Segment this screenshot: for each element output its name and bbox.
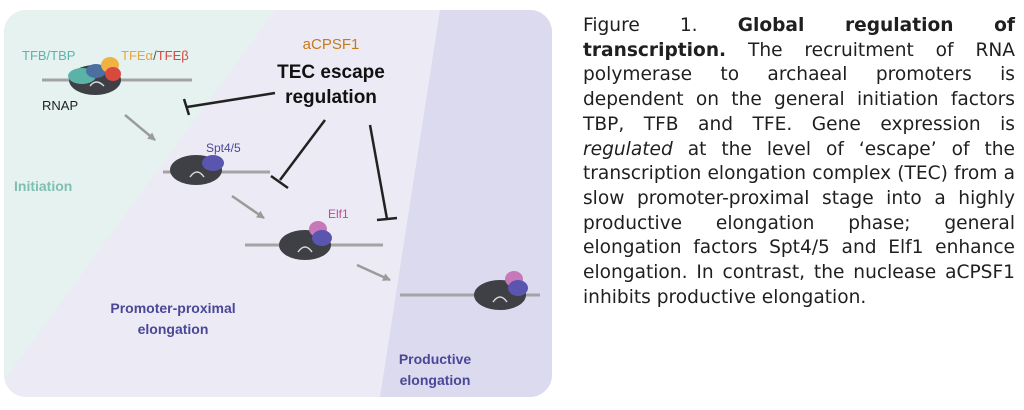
- inhibit-productive: [368, 124, 389, 220]
- tfe-beta-protein: [105, 67, 121, 81]
- figure-number: Figure 1.: [583, 15, 698, 36]
- spt45-protein: [312, 230, 332, 246]
- spt45-complex: [170, 155, 224, 185]
- inhibit-productive-bar: [376, 216, 398, 222]
- tfe-beta-label: TFEβ: [157, 48, 189, 63]
- productive-label-line2: elongation: [400, 372, 471, 388]
- promoter-proximal-label-line2: elongation: [138, 321, 209, 337]
- arrow-initiation-to-spt45: [124, 114, 156, 141]
- tfb-tbp-label: TFB/TBP: [22, 48, 75, 63]
- arrow-elf1-to-productive: [356, 263, 391, 282]
- tfe-alpha-label: TFEα: [121, 48, 154, 63]
- caption-text-part2: at the level of ‘escape’ of the transcri…: [583, 138, 1015, 308]
- initiation-label: Initiation: [14, 178, 72, 194]
- promoter-proximal-label-line1: Promoter-proximal: [110, 300, 235, 316]
- productive-complex: [474, 271, 528, 310]
- rnap-label: RNAP: [42, 98, 78, 113]
- inhibition-lines: [182, 91, 398, 222]
- caption-italic-word: regulated: [583, 138, 673, 160]
- figure-caption: Figure 1. Global regulation of transcrip…: [583, 14, 1015, 310]
- arrow-spt45-to-elf1: [231, 194, 265, 220]
- tfb-protein: [86, 64, 106, 78]
- acpsf1-label: aCPSF1: [303, 36, 360, 53]
- caption-title: Global regulation of transcription.: [583, 15, 1015, 61]
- figure-panel: TFB/TBP TFEα/TFEβ RNAP aCPSF1 TEC escape…: [4, 10, 552, 397]
- inhibit-promoter-bar: [270, 174, 289, 190]
- tfe-label: TFEα/TFEβ: [121, 48, 189, 63]
- inhibit-initiation: [186, 91, 276, 109]
- initiation-region: [4, 10, 275, 380]
- inhibit-promoter: [279, 119, 326, 181]
- tec-escape-label-line1: TEC escape: [277, 62, 385, 83]
- spt45-protein: [508, 280, 528, 296]
- elf1-complex: [279, 221, 332, 260]
- figure-diagram: TFB/TBP TFEα/TFEβ RNAP aCPSF1 TEC escape…: [4, 10, 552, 397]
- caption-text-part1: The recruitment of RNA polymerase to arc…: [583, 39, 1015, 135]
- productive-label-line1: Productive: [399, 351, 472, 367]
- spt45-label: Spt4/5: [206, 141, 241, 155]
- inhibit-initiation-bar: [182, 98, 191, 116]
- tfe-separator: /: [153, 48, 157, 63]
- elf1-label: Elf1: [328, 207, 349, 221]
- initiation-complex: [68, 57, 121, 95]
- spt45-protein: [202, 155, 224, 171]
- tec-escape-label-line2: regulation: [285, 87, 377, 108]
